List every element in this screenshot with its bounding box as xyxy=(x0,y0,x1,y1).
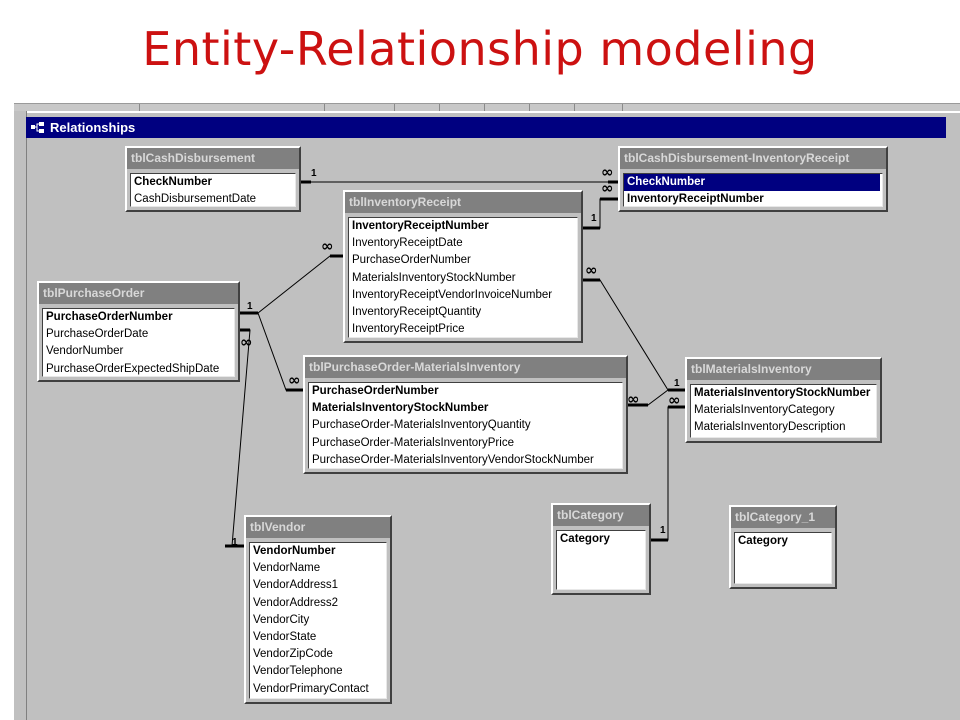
field[interactable]: CashDisbursementDate xyxy=(134,193,257,206)
table-purchase-order[interactable]: tblPurchaseOrder PurchaseOrderNumber Pur… xyxy=(37,281,240,382)
table-category-1[interactable]: tblCategory_1 Category xyxy=(729,505,837,589)
field[interactable]: VendorName xyxy=(253,562,321,575)
field[interactable]: MaterialsInventoryCategory xyxy=(694,404,835,417)
field-primary-key[interactable]: PurchaseOrderNumber xyxy=(312,385,439,397)
field[interactable]: InventoryReceiptPrice xyxy=(352,323,465,336)
table-cash-disbursement[interactable]: tblCashDisbursement CheckNumber CashDisb… xyxy=(125,146,301,212)
field[interactable]: PurchaseOrder-MaterialsInventoryQuantity xyxy=(312,419,531,432)
field-list[interactable]: MaterialsInventoryStockNumber MaterialsI… xyxy=(690,384,877,438)
field-primary-key[interactable]: PurchaseOrderNumber xyxy=(46,311,173,323)
field-list[interactable]: CheckNumber CashDisbursementDate xyxy=(130,173,296,207)
field-primary-key[interactable]: MaterialsInventoryStockNumber xyxy=(312,402,489,415)
slide-title: Entity-Relationship modeling xyxy=(142,22,818,76)
field[interactable]: InventoryReceiptDate xyxy=(352,237,463,250)
field-list[interactable]: PurchaseOrderNumber PurchaseOrderDate Ve… xyxy=(42,308,235,377)
table-title[interactable]: tblPurchaseOrder-MaterialsInventory xyxy=(305,357,626,378)
field-list[interactable]: Category xyxy=(734,532,832,584)
table-inventory-receipt[interactable]: tblInventoryReceipt InventoryReceiptNumb… xyxy=(343,190,583,343)
table-title[interactable]: tblCategory_1 xyxy=(731,507,835,528)
window-titlebar[interactable]: Relationships xyxy=(26,117,946,138)
table-vendor[interactable]: tblVendor VendorNumber VendorName Vendor… xyxy=(244,515,392,704)
field[interactable]: VendorAddress1 xyxy=(253,579,339,592)
field[interactable]: InventoryReceiptVendorInvoiceNumber xyxy=(352,288,553,301)
field-list[interactable]: InventoryReceiptNumber InventoryReceiptD… xyxy=(348,217,578,338)
relationships-icon[interactable] xyxy=(31,122,44,133)
field[interactable]: VendorAddress2 xyxy=(253,596,339,609)
field[interactable]: PurchaseOrderNumber xyxy=(352,254,471,267)
field[interactable]: VendorZipCode xyxy=(253,648,333,661)
field[interactable]: PurchaseOrder-MaterialsInventoryVendorSt… xyxy=(312,453,594,466)
field[interactable]: InventoryReceiptQuantity xyxy=(352,305,482,318)
table-category[interactable]: tblCategory Category xyxy=(551,503,651,595)
field-list[interactable]: CheckNumber InventoryReceiptNumber xyxy=(623,173,883,207)
table-title[interactable]: tblPurchaseOrder xyxy=(39,283,238,304)
field-primary-key[interactable]: Category xyxy=(738,535,788,547)
table-purchase-order-materials-inventory[interactable]: tblPurchaseOrder-MaterialsInventory Purc… xyxy=(303,355,628,474)
field[interactable]: PurchaseOrderExpectedShipDate xyxy=(46,362,220,375)
field-primary-key[interactable]: VendorNumber xyxy=(253,545,336,557)
field-primary-key[interactable]: MaterialsInventoryStockNumber xyxy=(694,387,871,399)
field-primary-key[interactable]: Category xyxy=(560,533,610,545)
field[interactable]: MaterialsInventoryDescription xyxy=(694,421,846,434)
table-cash-disbursement-inventory-receipt[interactable]: tblCashDisbursement-InventoryReceipt Che… xyxy=(618,146,888,212)
field[interactable]: VendorCity xyxy=(253,613,310,626)
field-primary-key-selected[interactable]: CheckNumber xyxy=(624,174,880,192)
field[interactable]: PurchaseOrder-MaterialsInventoryPrice xyxy=(312,436,514,449)
field[interactable]: VendorTelephone xyxy=(253,665,343,678)
field[interactable]: MaterialsInventoryStockNumber xyxy=(352,271,516,284)
field[interactable]: VendorState xyxy=(253,630,317,643)
field[interactable]: VendorNumber xyxy=(46,345,124,358)
table-title[interactable]: tblCategory xyxy=(553,505,649,526)
table-title[interactable]: tblVendor xyxy=(246,517,390,538)
field-list[interactable]: VendorNumber VendorName VendorAddress1 V… xyxy=(249,542,387,699)
field-primary-key[interactable]: CheckNumber xyxy=(134,176,212,188)
window-frame-left xyxy=(14,111,27,720)
window-title: Relationships xyxy=(50,120,136,135)
field[interactable]: VendorPrimaryContact xyxy=(253,682,369,695)
table-title[interactable]: tblCashDisbursement-InventoryReceipt xyxy=(620,148,886,169)
field-primary-key[interactable]: InventoryReceiptNumber xyxy=(352,220,489,232)
table-materials-inventory[interactable]: tblMaterialsInventory MaterialsInventory… xyxy=(685,357,882,443)
field-primary-key[interactable]: InventoryReceiptNumber xyxy=(627,193,764,206)
field-list[interactable]: Category xyxy=(556,530,646,590)
field[interactable]: PurchaseOrderDate xyxy=(46,328,149,341)
toolbar-strip xyxy=(14,103,960,112)
table-title[interactable]: tblCashDisbursement xyxy=(127,148,299,169)
table-title[interactable]: tblMaterialsInventory xyxy=(687,359,880,380)
field-list[interactable]: PurchaseOrderNumber MaterialsInventorySt… xyxy=(308,382,623,469)
table-title[interactable]: tblInventoryReceipt xyxy=(345,192,581,213)
